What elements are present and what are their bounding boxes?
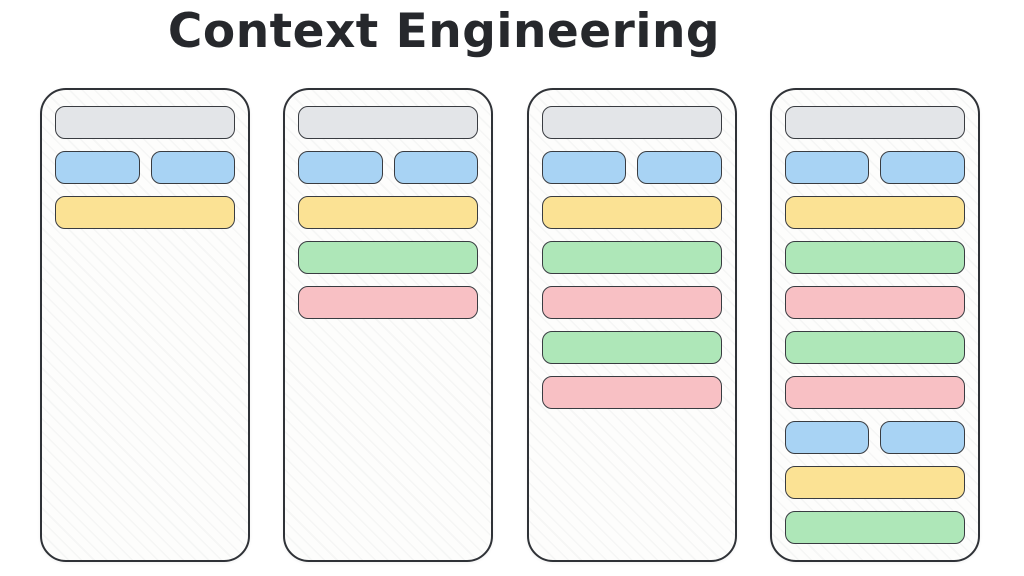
green-context-block — [298, 241, 479, 274]
pink-context-block — [541, 286, 722, 319]
blue-context-block — [637, 151, 722, 184]
yellow-context-block — [784, 466, 965, 499]
context-row — [784, 151, 965, 184]
blue-context-block — [880, 421, 965, 454]
context-row — [784, 196, 965, 229]
context-row — [298, 286, 479, 319]
context-row — [55, 196, 235, 229]
blue-context-block — [393, 151, 479, 184]
context-row — [298, 241, 479, 274]
context-row — [784, 286, 965, 319]
blue-context-block — [150, 151, 235, 184]
context-window-4 — [769, 88, 980, 562]
gray-context-block — [55, 106, 235, 139]
pink-context-block — [784, 376, 965, 409]
context-row — [784, 421, 965, 454]
pink-context-block — [784, 286, 965, 319]
context-window-1 — [40, 88, 250, 562]
green-context-block — [784, 241, 965, 274]
context-row — [541, 196, 722, 229]
context-row — [298, 151, 479, 184]
gray-context-block — [298, 106, 479, 139]
context-row — [784, 466, 965, 499]
context-row — [541, 331, 722, 364]
context-row — [784, 241, 965, 274]
blue-context-block — [55, 151, 140, 184]
blue-context-block — [880, 151, 965, 184]
context-row — [541, 106, 722, 139]
context-window-3 — [526, 88, 737, 562]
pink-context-block — [298, 286, 479, 319]
context-row — [541, 376, 722, 409]
context-panels — [40, 88, 980, 566]
context-row — [55, 151, 235, 184]
yellow-context-block — [541, 196, 722, 229]
context-row — [55, 106, 235, 139]
green-context-block — [784, 331, 965, 364]
context-row — [541, 151, 722, 184]
context-window-2 — [283, 88, 494, 562]
gray-context-block — [784, 106, 965, 139]
blue-context-block — [298, 151, 383, 184]
yellow-context-block — [298, 196, 479, 229]
context-row — [784, 511, 965, 544]
page-title: Context Engineering — [167, 4, 721, 59]
blue-context-block — [541, 151, 627, 184]
green-context-block — [541, 331, 722, 364]
context-row — [784, 331, 965, 364]
pink-context-block — [541, 376, 722, 409]
green-context-block — [784, 511, 965, 544]
green-context-block — [541, 241, 722, 274]
yellow-context-block — [55, 196, 235, 229]
context-row — [784, 106, 965, 139]
yellow-context-block — [784, 196, 965, 229]
blue-context-block — [784, 151, 870, 184]
context-row — [298, 106, 479, 139]
context-row — [541, 286, 722, 319]
context-row — [298, 196, 479, 229]
blue-context-block — [784, 421, 870, 454]
gray-context-block — [541, 106, 722, 139]
context-row — [784, 376, 965, 409]
context-row — [541, 241, 722, 274]
